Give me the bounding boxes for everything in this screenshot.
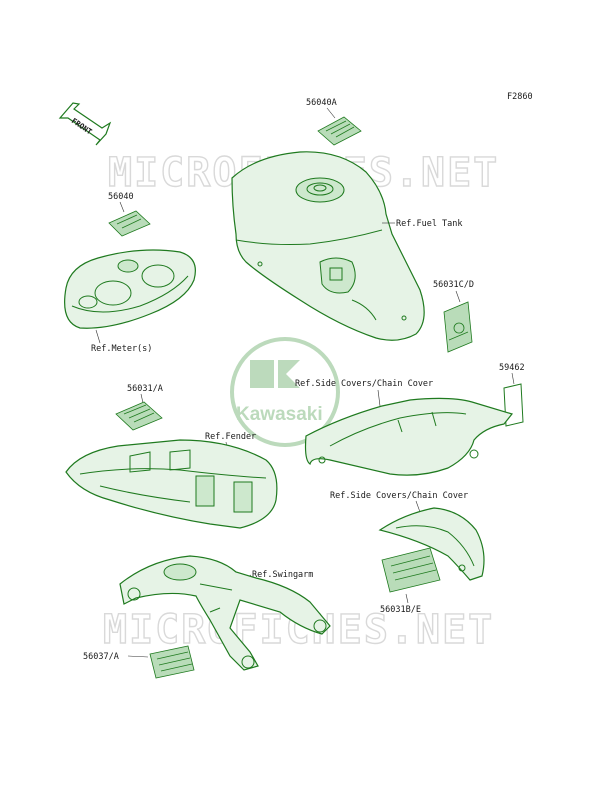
- label-56040: 56040: [108, 192, 134, 202]
- label-side-covers-2: Ref.Side Covers/Chain Cover: [330, 491, 468, 501]
- fender-part: [65, 439, 278, 529]
- fuel-tank-part: [231, 151, 425, 341]
- chain-cover-part: [378, 507, 485, 581]
- meter-part: [64, 249, 196, 329]
- front-arrow-icon: FRONT: [58, 102, 112, 146]
- kawasaki-logo-text: Kawasaki: [236, 404, 323, 425]
- label-fuel-tank: Ref.Fuel Tank: [396, 219, 463, 229]
- label-side-covers-1: Ref.Side Covers/Chain Cover: [295, 379, 433, 389]
- label-meter: Ref.Meter(s): [91, 344, 152, 354]
- decal-56037A: [149, 645, 195, 679]
- label-swingarm: Ref.Swingarm: [252, 570, 313, 580]
- label-59462: 59462: [499, 363, 525, 373]
- swingarm-part: [119, 555, 331, 671]
- decal-56031BE: [381, 547, 441, 593]
- label-fender: Ref.Fender: [205, 432, 256, 442]
- decal-56040: [108, 210, 151, 237]
- decal-56031A: [115, 401, 163, 431]
- label-56037A: 56037/A: [83, 652, 119, 662]
- label-56031A: 56031/A: [127, 384, 163, 394]
- label-56031CD: 56031C/D: [433, 280, 474, 290]
- kawasaki-logo: Kawasaki: [230, 337, 340, 447]
- decal-56031CD: [443, 301, 473, 353]
- decal-56040A: [317, 116, 362, 146]
- label-56031BE: 56031B/E: [380, 605, 421, 615]
- label-56040A: 56040A: [306, 98, 337, 108]
- figure-id: F2860: [507, 92, 533, 102]
- side-cover-part: [304, 397, 514, 476]
